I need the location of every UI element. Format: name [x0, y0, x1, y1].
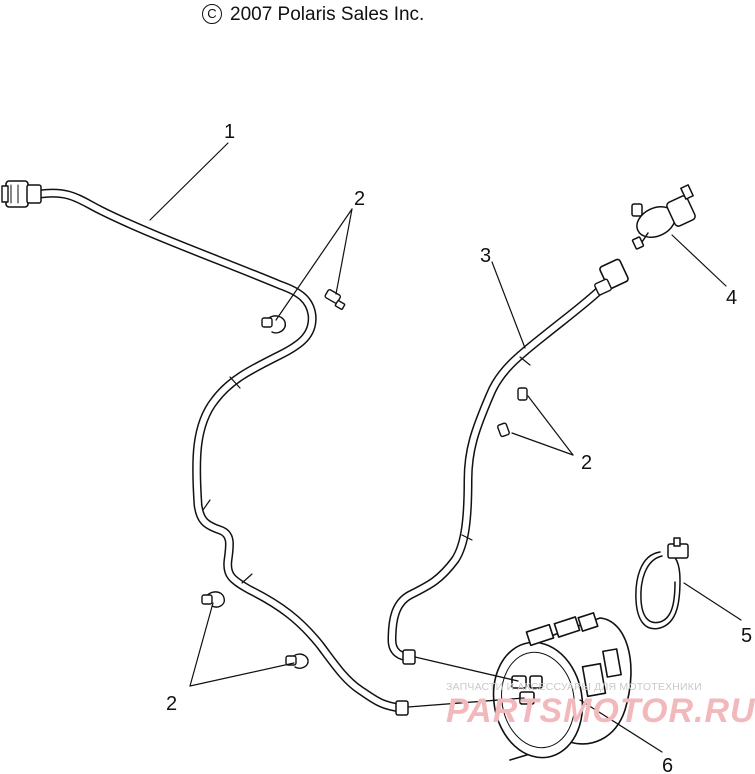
- callout-2c: 2: [166, 693, 177, 715]
- callout-6: 6: [662, 755, 673, 774]
- part-5-loop: [635, 537, 689, 630]
- callout-2b: 2: [581, 452, 592, 474]
- callout-4: 4: [726, 287, 737, 309]
- watermark-logo: PARTSMOTOR.RU: [446, 692, 755, 730]
- watermark-tagline: ЗАПЧАСТИ И АКСЕССУАРЫ ДЛЯ МОТОТЕХНИКИ: [446, 681, 702, 693]
- fitting-2b-upper: [517, 387, 528, 401]
- hose-3: [387, 258, 629, 665]
- leader-lines: [149, 142, 742, 753]
- part-4-sensor: [631, 184, 696, 250]
- callout-1: 1: [224, 121, 235, 143]
- fitting-2c-lower: [285, 653, 309, 669]
- copyright-text: 2007 Polaris Sales Inc.: [230, 4, 425, 25]
- part-2-fittings: [201, 289, 528, 669]
- callout-5: 5: [741, 625, 752, 647]
- fitting-2a-left: [261, 315, 286, 334]
- copyright-notice: C 2007 Polaris Sales Inc.: [202, 4, 424, 26]
- fitting-2c-upper: [201, 591, 225, 608]
- connection-lines: [407, 656, 525, 708]
- part-6-compressor: [492, 612, 632, 761]
- copyright-symbol: C: [202, 4, 222, 24]
- hose-1: [1, 180, 409, 716]
- callout-3: 3: [480, 245, 491, 267]
- fitting-2a-right: [324, 289, 346, 310]
- fitting-2b-lower: [497, 422, 510, 438]
- callout-2a: 2: [354, 188, 365, 210]
